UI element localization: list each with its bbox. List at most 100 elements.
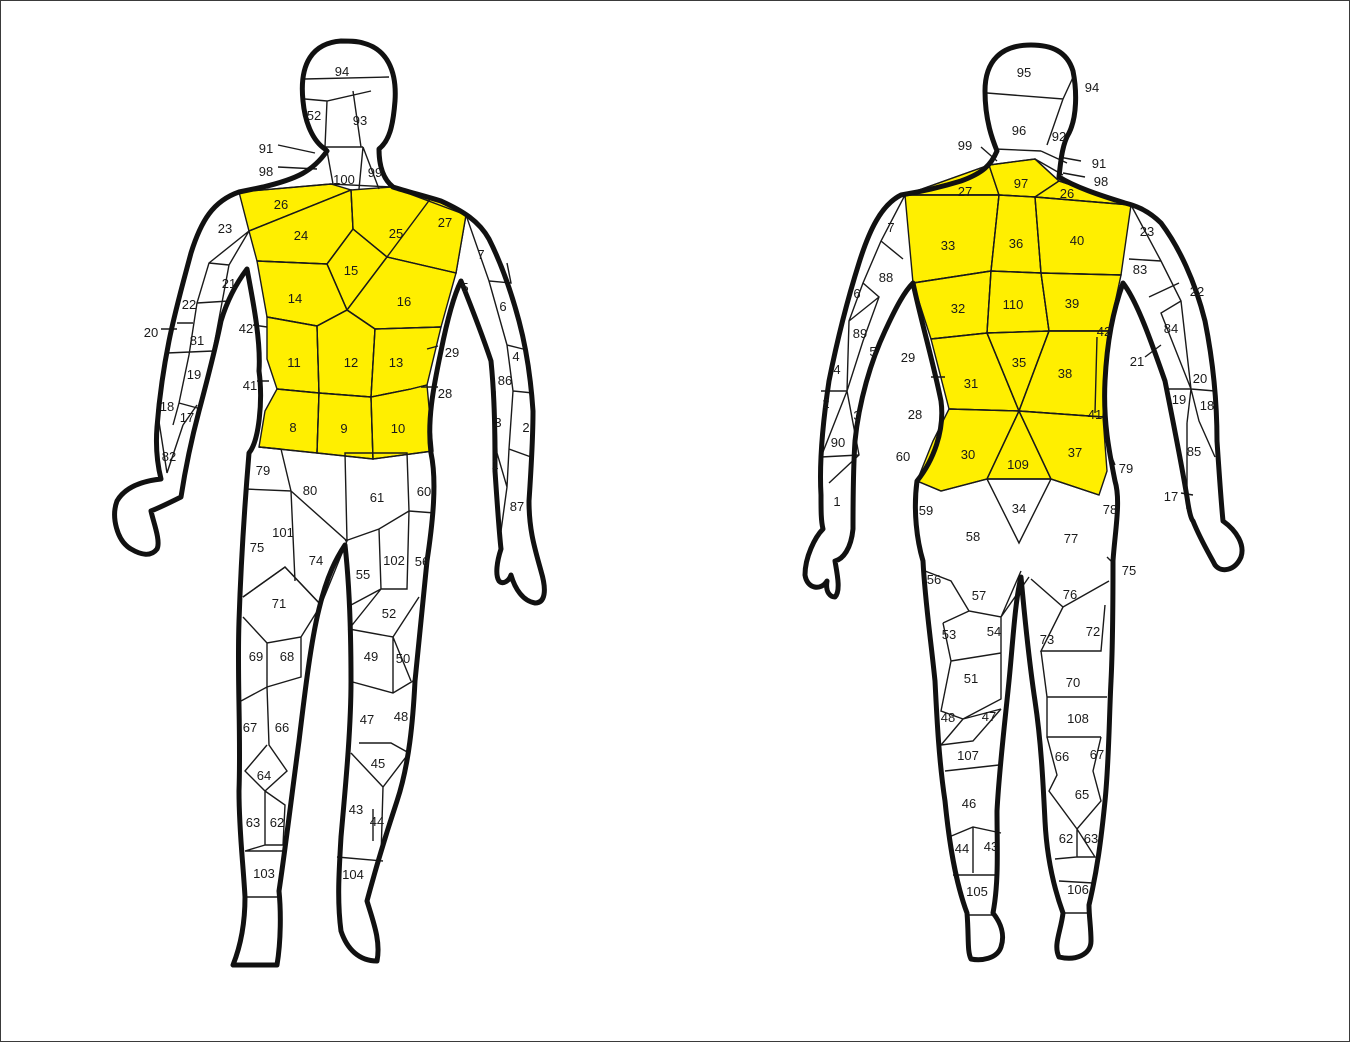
back-region-label-53: 53 (942, 627, 956, 642)
back-region-label-46: 46 (962, 796, 976, 811)
front-region-label-66: 66 (275, 720, 289, 735)
front-region-label-16: 16 (397, 294, 411, 309)
back-region-label-7: 7 (887, 220, 894, 235)
back-region-label-77: 77 (1064, 531, 1078, 546)
front-region-label-91: 91 (259, 141, 273, 156)
front-region-label-99: 99 (368, 165, 382, 180)
back-region-label-73: 73 (1040, 632, 1054, 647)
back-region-label-107: 107 (957, 748, 979, 763)
back-region-36[interactable] (991, 195, 1041, 273)
back-region-label-21: 21 (1130, 354, 1144, 369)
back-region-label-90: 90 (831, 435, 845, 450)
back-region-label-34: 34 (1012, 501, 1026, 516)
front-region-label-55: 55 (356, 567, 370, 582)
front-region-label-3: 3 (494, 415, 501, 430)
back-region-label-17: 17 (1164, 489, 1178, 504)
back-region-label-39: 39 (1065, 296, 1079, 311)
back-region-label-42: 42 (1097, 324, 1111, 339)
front-region-label-43: 43 (349, 802, 363, 817)
front-region-label-56: 56 (415, 554, 429, 569)
front-region-label-67: 67 (243, 720, 257, 735)
back-region-label-95: 95 (1017, 65, 1031, 80)
back-region-label-4: 4 (833, 362, 840, 377)
back-region-label-85: 85 (1187, 444, 1201, 459)
front-region-label-52: 52 (382, 606, 396, 621)
back-region-label-78: 78 (1103, 502, 1117, 517)
back-region-label-2: 2 (822, 396, 829, 411)
back-region-label-28: 28 (908, 407, 922, 422)
back-region-label-35: 35 (1012, 355, 1026, 370)
front-region-label-14: 14 (288, 291, 302, 306)
front-region-label-18: 18 (160, 399, 174, 414)
back-region-label-98: 98 (1094, 174, 1108, 189)
front-region-label-69: 69 (249, 649, 263, 664)
front-body-figure (115, 41, 545, 965)
front-region-label-41: 41 (243, 378, 257, 393)
front-region-label-28: 28 (438, 386, 452, 401)
front-region-label-2: 2 (522, 420, 529, 435)
back-region-label-18: 18 (1200, 398, 1214, 413)
back-region-label-108: 108 (1067, 711, 1089, 726)
front-region-label-22: 22 (182, 297, 196, 312)
front-region-label-94: 94 (335, 64, 349, 79)
back-region-label-96: 96 (1012, 123, 1026, 138)
back-region-label-65: 65 (1075, 787, 1089, 802)
front-region-label-7: 7 (477, 247, 484, 262)
back-region-label-5: 5 (869, 344, 876, 359)
back-region-label-6: 6 (853, 286, 860, 301)
front-region-label-8: 8 (289, 420, 296, 435)
back-region-label-106: 106 (1067, 882, 1089, 897)
back-region-label-57: 57 (972, 588, 986, 603)
back-region-label-66: 66 (1055, 749, 1069, 764)
back-region-label-59: 59 (919, 503, 933, 518)
back-region-label-109: 109 (1007, 457, 1029, 472)
back-region-label-75: 75 (1122, 563, 1136, 578)
front-region-label-9: 9 (340, 421, 347, 436)
front-region-label-93: 93 (353, 113, 367, 128)
back-region-label-105: 105 (966, 884, 988, 899)
front-region-label-79: 79 (256, 463, 270, 478)
back-region-label-92: 92 (1052, 129, 1066, 144)
front-region-label-42: 42 (239, 321, 253, 336)
back-region-label-32: 32 (951, 301, 965, 316)
front-region-label-60: 60 (417, 484, 431, 499)
front-region-label-49: 49 (364, 649, 378, 664)
back-region-label-22: 22 (1190, 284, 1204, 299)
front-region-label-24: 24 (294, 228, 308, 243)
back-region-label-54: 54 (987, 624, 1001, 639)
front-region-label-52: 52 (307, 108, 321, 123)
front-region-label-10: 10 (391, 421, 405, 436)
back-region-label-20: 20 (1193, 371, 1207, 386)
front-region-label-5: 5 (461, 280, 468, 295)
front-region-label-101: 101 (272, 525, 294, 540)
front-region-label-19: 19 (187, 367, 201, 382)
front-region-label-103: 103 (253, 866, 275, 881)
front-region-label-100: 100 (333, 172, 355, 187)
front-region-label-102: 102 (383, 553, 405, 568)
front-region-label-98: 98 (259, 164, 273, 179)
front-region-label-25: 25 (389, 226, 403, 241)
front-region-label-61: 61 (370, 490, 384, 505)
front-region-label-26: 26 (274, 197, 288, 212)
front-region-label-64: 64 (257, 768, 271, 783)
back-region-label-67: 67 (1090, 747, 1104, 762)
front-region-label-13: 13 (389, 355, 403, 370)
front-region-label-63: 63 (246, 815, 260, 830)
back-region-label-91: 91 (1092, 156, 1106, 171)
back-region-label-58: 58 (966, 529, 980, 544)
front-region-label-68: 68 (280, 649, 294, 664)
front-region-label-27: 27 (438, 215, 452, 230)
back-region-label-31: 31 (964, 376, 978, 391)
back-region-label-88: 88 (879, 270, 893, 285)
back-region-label-33: 33 (941, 238, 955, 253)
back-region-label-76: 76 (1063, 587, 1077, 602)
back-region-label-60: 60 (896, 449, 910, 464)
back-region-label-44: 44 (955, 841, 969, 856)
back-region-39[interactable] (1041, 273, 1121, 331)
back-region-label-94: 94 (1085, 80, 1099, 95)
back-region-label-89: 89 (853, 326, 867, 341)
front-region-label-17: 17 (180, 410, 194, 425)
back-region-label-63: 63 (1084, 831, 1098, 846)
front-region-label-11: 11 (287, 355, 301, 370)
